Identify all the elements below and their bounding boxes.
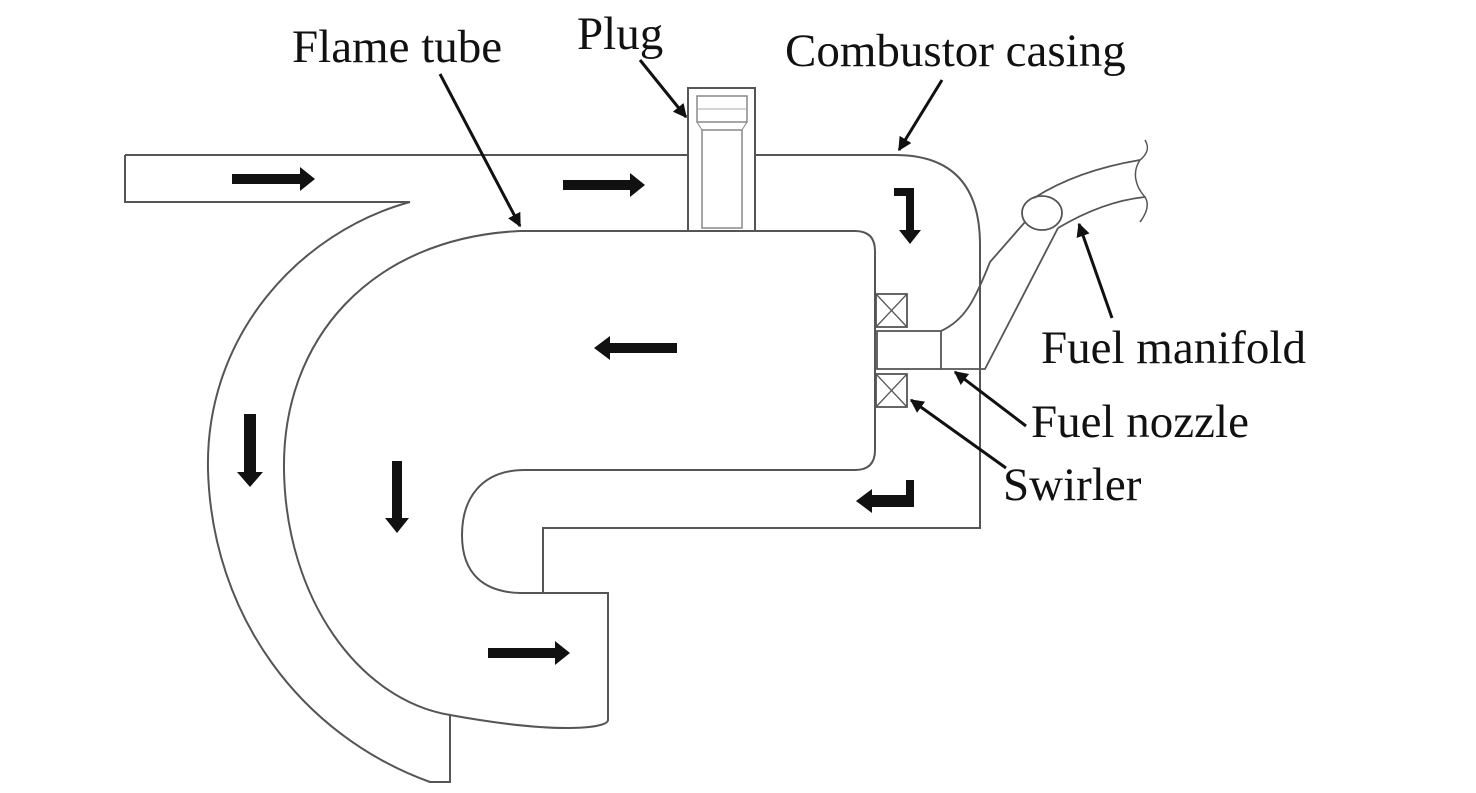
plug (687, 87, 756, 232)
swirler-lower (875, 373, 908, 408)
flow-arrow-bottom-turn (856, 480, 914, 513)
flame-tube-inner-curve (282, 230, 521, 716)
leader-combustor-casing (897, 79, 944, 152)
flow-arrow-left-annulus-down (237, 414, 263, 487)
leader-fuel-manifold (1076, 222, 1114, 319)
label-flame-tube: Flame tube (292, 21, 503, 73)
leader-lines (438, 59, 1114, 470)
fuel-nozzle (876, 330, 942, 370)
flow-arrow-flame-tube-down (385, 461, 409, 533)
leader-swirler (909, 398, 1007, 470)
flow-arrow-annulus (563, 173, 645, 197)
label-swirler: Swirler (1003, 459, 1142, 511)
fuel-manifold (940, 139, 1149, 370)
flow-arrow-inlet (232, 167, 315, 191)
leader-flame-tube (438, 73, 522, 228)
flame-tube-wall (460, 230, 876, 594)
flow-arrows (232, 167, 921, 665)
flow-arrow-outlet (488, 641, 570, 665)
label-combustor-casing: Combustor casing (785, 25, 1126, 77)
label-plug: Plug (577, 8, 664, 60)
label-fuel-nozzle: Fuel nozzle (1031, 396, 1249, 448)
label-fuel-manifold: Fuel manifold (1041, 322, 1306, 374)
leader-fuel-nozzle (953, 370, 1027, 428)
combustor-casing-inlet-wall (124, 155, 609, 783)
combustor-casing-outer-wall (125, 154, 981, 720)
flow-arrow-top-turn (894, 188, 921, 244)
flow-arrow-flame-tube (594, 336, 677, 360)
swirler-upper (875, 293, 908, 328)
leader-plug (638, 59, 688, 119)
